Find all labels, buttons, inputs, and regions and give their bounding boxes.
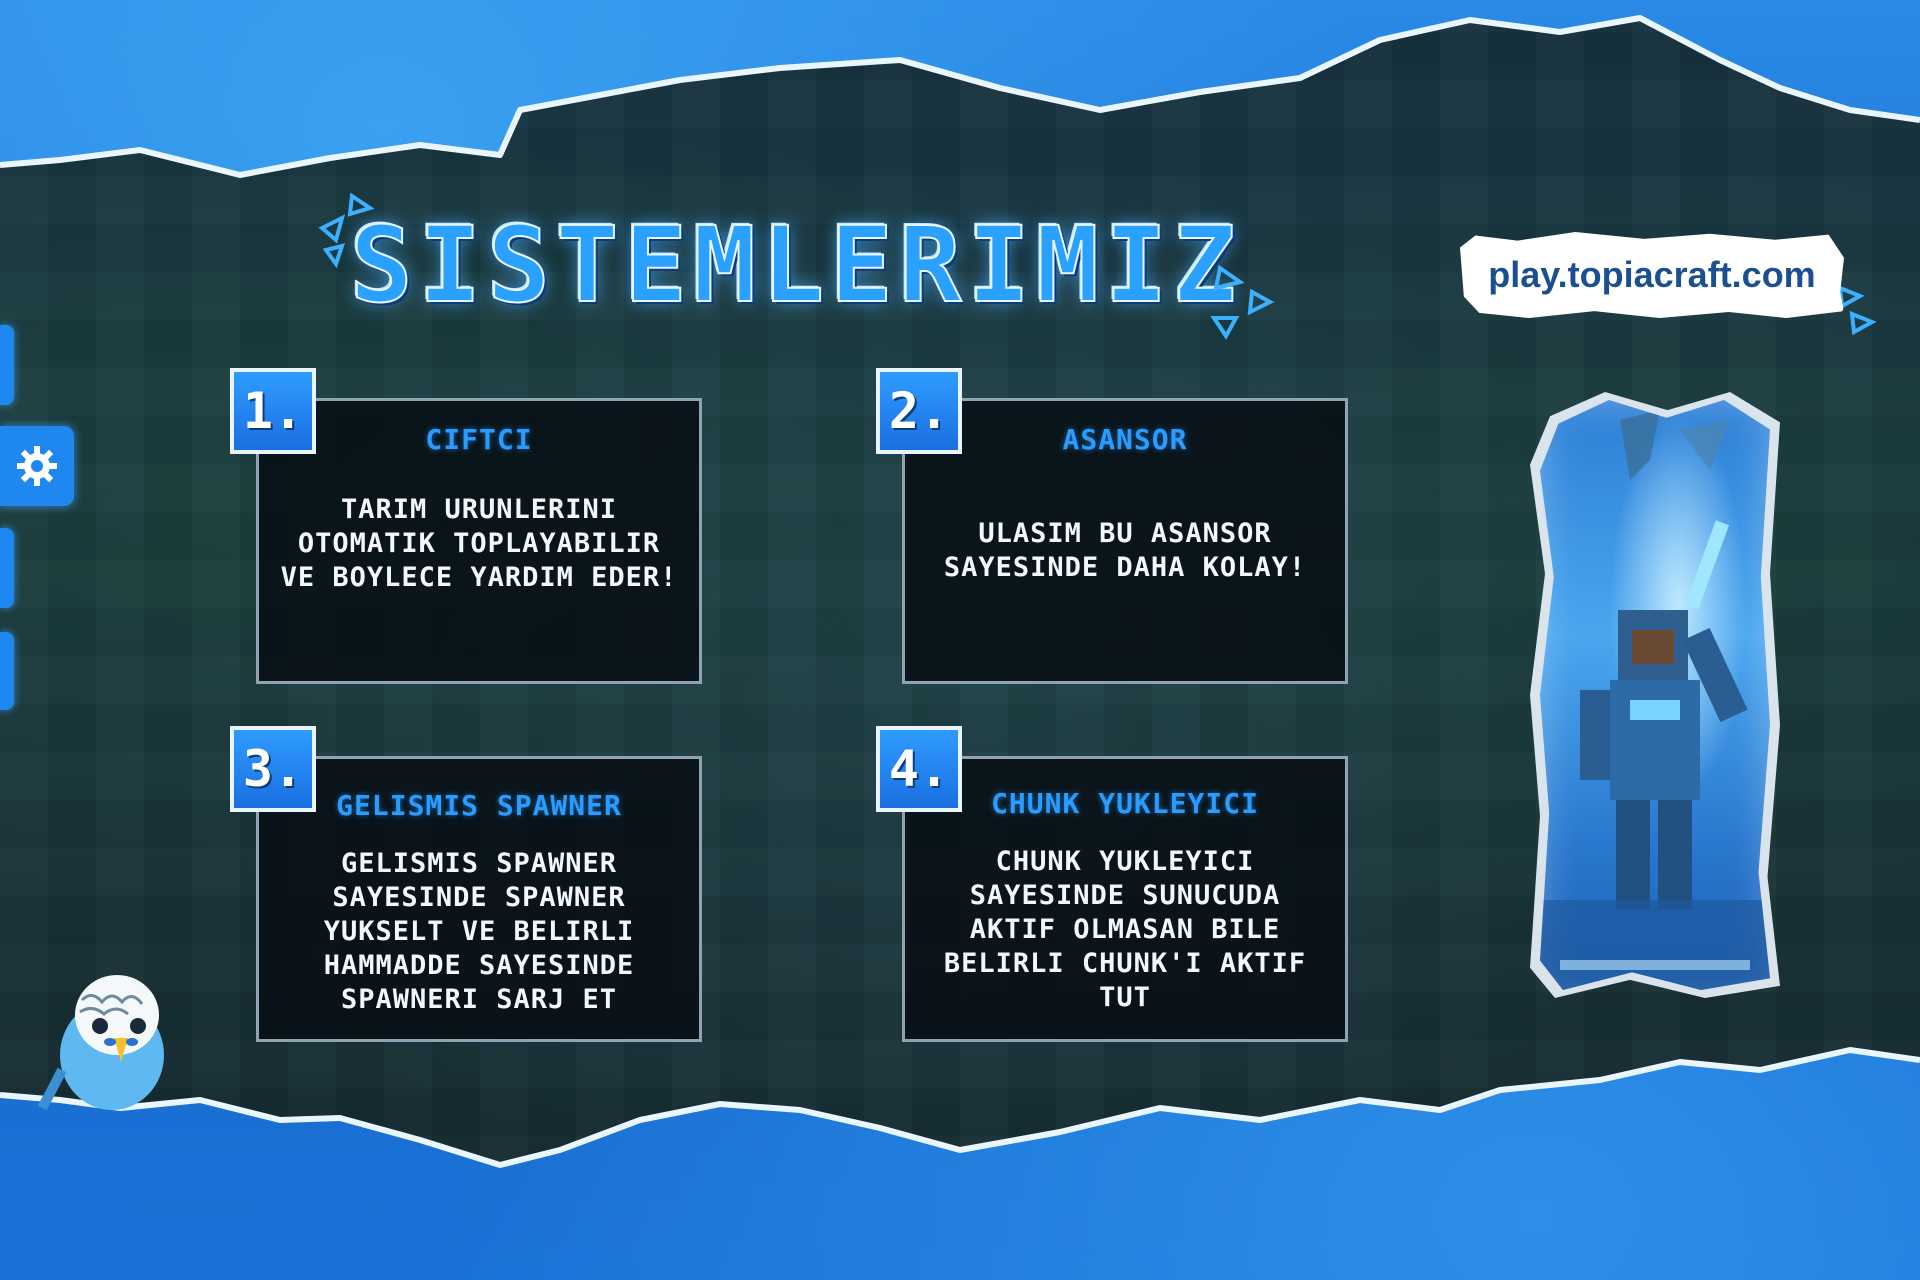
budgie-icon xyxy=(37,975,164,1110)
server-address-badge[interactable]: play.topiacraft.com xyxy=(1460,232,1844,318)
character-art xyxy=(1540,400,1770,990)
card-body: ULASIM BU ASANSOR SAYESINDE DAHA KOLAY! xyxy=(943,518,1307,583)
card-title: CHUNK YUKLEYICI xyxy=(991,787,1259,820)
card-number: 1. xyxy=(230,368,316,454)
card-number: 4. xyxy=(876,726,962,812)
card-body: TARIM URUNLERINI OTOMATIK TOPLAYABILIR V… xyxy=(280,494,678,593)
side-tab-4[interactable] xyxy=(0,632,14,710)
card-number: 2. xyxy=(876,368,962,454)
triangle-icon xyxy=(1210,264,1275,340)
card-title: GELISMIS SPAWNER xyxy=(336,789,622,822)
card-title: ASANSOR xyxy=(1062,423,1188,456)
feature-card-3: GELISMIS SPAWNER GELISMIS SPAWNER SAYESI… xyxy=(256,756,702,1042)
armored-character-illustration xyxy=(1540,410,1770,990)
feature-card-4: CHUNK YUKLEYICI CHUNK YUKLEYICI SAYESIND… xyxy=(902,756,1348,1042)
card-body: GELISMIS SPAWNER SAYESINDE SPAWNER YUKSE… xyxy=(323,848,635,1015)
feature-card-2: ASANSOR ULASIM BU ASANSOR SAYESINDE DAHA… xyxy=(902,398,1348,684)
page-title: SISTEMLERIMIZ xyxy=(349,204,1242,326)
card-title: CIFTCI xyxy=(425,423,533,456)
gear-icon xyxy=(17,446,57,486)
card-body: CHUNK YUKLEYICI SAYESINDE SUNUCUDA AKTIF… xyxy=(943,846,1307,1013)
side-tab-1[interactable] xyxy=(0,325,14,405)
torn-edge-bottom xyxy=(0,1047,1920,1168)
side-tab-3[interactable] xyxy=(0,528,14,608)
triangle-icon xyxy=(318,192,375,268)
feature-card-1: CIFTCI TARIM URUNLERINI OTOMATIK TOPLAYA… xyxy=(256,398,702,684)
card-number: 3. xyxy=(230,726,316,812)
settings-tab[interactable] xyxy=(0,426,74,506)
server-address: play.topiacraft.com xyxy=(1488,254,1816,295)
